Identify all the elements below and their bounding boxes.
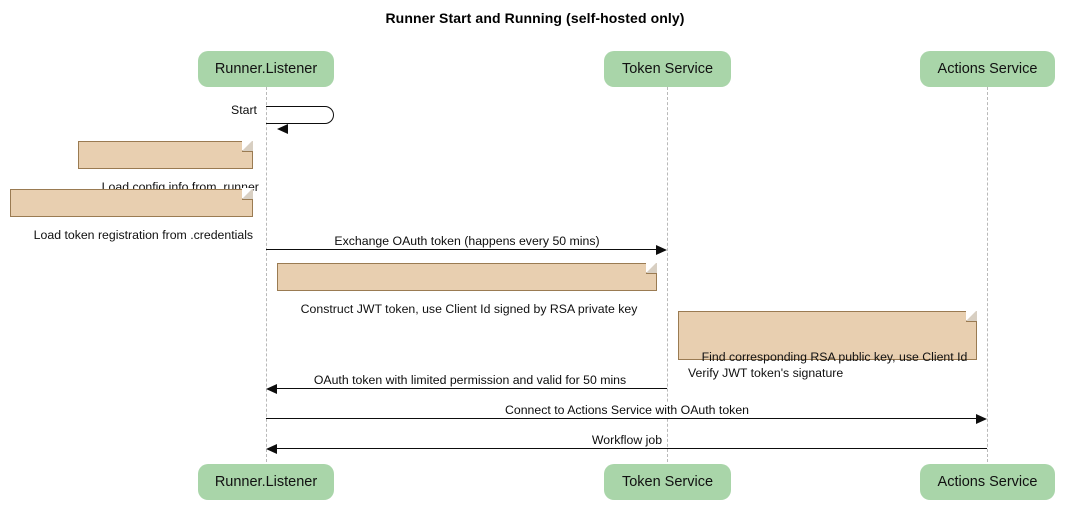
message-line-workflow-job [266,444,987,454]
participant-label: Actions Service [937,474,1038,490]
note-text: Construct JWT token, use Client Id signe… [300,302,638,316]
message-line-exchange-oauth-token [266,245,667,255]
message-line-connect-to-actions-service [266,414,987,424]
lifeline-actions [987,87,988,462]
note-load-config-info: Load config info from .runner [78,140,259,194]
message-label-exchange-oauth-token: Exchange OAuth token (happens every 50 m… [331,234,603,248]
message-arrowhead-right [656,245,667,255]
note-verify-jwt-token: Find corresponding RSA public key, use C… [678,310,977,380]
self-message-start-loop [266,106,334,124]
participant-token-service-bottom[interactable]: Token Service [604,464,731,500]
message-label-oauth-token-return: OAuth token with limited permission and … [310,373,630,387]
message-arrowhead-left [266,444,277,454]
participant-label: Runner.Listener [214,61,318,77]
message-label-connect-to-actions-service: Connect to Actions Service with OAuth to… [501,403,753,417]
note-fold-icon [646,262,657,274]
participant-actions-service-top[interactable]: Actions Service [920,51,1055,87]
participant-runner-listener-bottom[interactable]: Runner.Listener [198,464,334,500]
diagram-title: Runner Start and Running (self-hosted on… [385,10,685,26]
message-label-start: Start [228,103,260,117]
participant-token-service-top[interactable]: Token Service [604,51,731,87]
note-load-token-registration: Load token registration from .credential… [10,188,253,242]
participant-actions-service-bottom[interactable]: Actions Service [920,464,1055,500]
message-label-workflow-job: Workflow job [588,433,666,447]
note-fold-icon [242,188,253,200]
participant-label: Runner.Listener [214,474,318,490]
participant-runner-listener-top[interactable]: Runner.Listener [198,51,334,87]
note-fold-icon [242,140,253,152]
note-construct-jwt-token: Construct JWT token, use Client Id signe… [277,262,657,316]
participant-label: Actions Service [937,61,1038,77]
message-line-oauth-token-return [266,384,667,394]
participant-label: Token Service [621,474,714,490]
message-arrowhead-right [976,414,987,424]
note-fold-icon [966,310,977,322]
lifeline-token [667,87,668,462]
note-text: Load token registration from .credential… [33,228,254,242]
lifeline-runner [266,87,267,462]
note-text: Find corresponding RSA public key, use C… [688,350,968,380]
participant-label: Token Service [621,61,714,77]
self-message-start-arrowhead [277,124,288,134]
message-arrowhead-left [266,384,277,394]
